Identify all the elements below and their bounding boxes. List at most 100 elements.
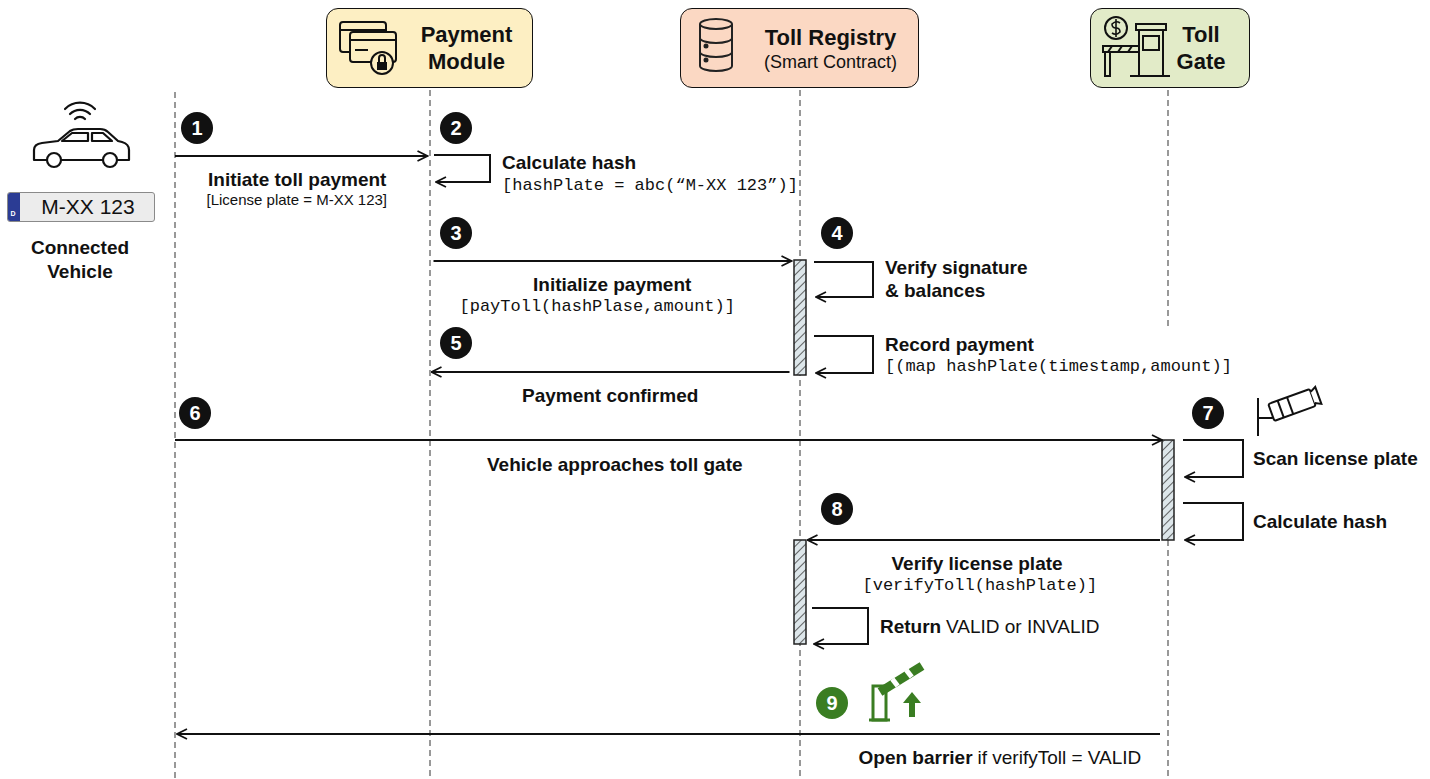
car-icon (75, 117, 85, 119)
plate-number: M-XX 123 (41, 195, 134, 219)
barrier-icon (903, 692, 921, 703)
payment-icon (340, 22, 386, 52)
text-stack: Toll Gate (1166, 21, 1236, 75)
step-label: Scan license plate (1253, 447, 1418, 470)
database-icon (700, 52, 732, 57)
barrier-icon (869, 666, 922, 720)
barrier-icon (909, 701, 915, 717)
car-icon (70, 110, 90, 114)
callout-number: 4 (821, 217, 853, 249)
callout-number: 6 (179, 397, 211, 429)
participant-box: Toll Registry(Smart Contract) (680, 8, 919, 88)
camera-icon (1310, 387, 1322, 406)
message-arrow (177, 733, 1160, 735)
activation-bar (794, 260, 806, 375)
toll-booth-icon (1143, 36, 1159, 50)
plate-country-strip (8, 193, 20, 221)
car-icon (34, 129, 129, 160)
message-arrow (808, 539, 1161, 541)
toll-booth-icon (1139, 30, 1163, 76)
database-icon (705, 59, 708, 62)
self-message-loop (814, 336, 873, 373)
car-icon (65, 103, 95, 109)
car-icon (47, 153, 61, 167)
toll-booth-icon (1118, 46, 1122, 52)
participant-subtitle: (Smart Contract) (743, 51, 918, 73)
message-arrow (175, 439, 1162, 441)
participant-name: Toll Gate (1166, 21, 1236, 75)
barrier-icon (893, 681, 897, 684)
car-icon (103, 153, 117, 167)
message-label: Vehicle approaches toll gate (487, 453, 743, 476)
code-annotation: [(map hashPlate(timestamp,amount)] (885, 357, 1232, 377)
payment-icon (355, 49, 368, 51)
message-arrow (434, 260, 792, 262)
database-icon (705, 45, 708, 48)
barrier-icon (907, 672, 911, 675)
callout-number: 5 (440, 327, 472, 359)
message-label: Initiate toll payment (208, 168, 386, 191)
callout-number: 9 (816, 687, 848, 719)
database-icon (700, 38, 732, 43)
code-annotation: [hashPlate = abc(“M-XX 123”)] (502, 176, 798, 196)
toll-booth-icon (1112, 22, 1120, 35)
camera-icon (1268, 387, 1321, 421)
toll-booth-icon (1108, 46, 1112, 52)
step-label: Calculate hash (502, 151, 636, 174)
barrier-icon (873, 686, 886, 720)
message-label: Initialize payment (533, 273, 691, 296)
message-arrow (432, 371, 790, 373)
text-stack: Toll Registry(Smart Contract) (743, 24, 918, 73)
message-arrow (175, 155, 428, 157)
payment-icon (371, 52, 393, 74)
payment-icon (379, 55, 385, 62)
payment-icon (340, 22, 396, 74)
callout-number: 2 (440, 112, 472, 144)
license-plate: M-XX 123 (7, 192, 155, 222)
activation-bar (794, 540, 806, 644)
barrier-icon (869, 719, 890, 722)
camera-icon (1287, 397, 1293, 414)
camera-icon (1257, 398, 1259, 436)
self-message-loop (812, 608, 868, 644)
lifeline (799, 90, 801, 779)
message-label: Verify license plate (892, 552, 1063, 575)
callout-number: 7 (1192, 397, 1224, 429)
camera-icon (1278, 401, 1284, 418)
lifeline (429, 90, 431, 779)
toll-booth-icon (1103, 17, 1170, 76)
database-icon (700, 19, 732, 71)
self-message-loop (434, 155, 490, 182)
toll-booth-icon (1105, 52, 1110, 76)
step-note: VALID or INVALID (946, 615, 1099, 638)
lifeline (1167, 90, 1169, 328)
parameter-note: [License plate = M-XX 123] (207, 191, 388, 209)
code-annotation: [verifyToll(hashPlate)] (863, 576, 1098, 596)
self-message-loop (814, 262, 873, 297)
callout-number: 8 (821, 493, 853, 525)
step-label: Record payment (885, 333, 1034, 356)
camera-icon (1258, 410, 1278, 418)
camera-icon (1268, 389, 1316, 421)
activation-bar (1162, 440, 1174, 540)
step-note: if verifyToll = VALID (978, 746, 1142, 769)
actor-name: Connected Vehicle (2, 236, 158, 284)
lifeline (174, 92, 176, 779)
car-icon (62, 133, 88, 141)
toll-booth-icon (1130, 75, 1170, 77)
camera-icon (1258, 387, 1321, 436)
database-icon (700, 19, 732, 29)
self-message-loop (434, 155, 1243, 644)
participant-name: Payment Module (404, 21, 529, 75)
database-icon (700, 24, 732, 71)
text-stack: Payment Module (404, 21, 529, 75)
self-message-loop (1183, 440, 1243, 477)
step-label: Calculate hash (1253, 510, 1387, 533)
payment-icon (340, 29, 386, 31)
self-message-loop (1183, 503, 1243, 540)
car-icon (92, 133, 112, 141)
